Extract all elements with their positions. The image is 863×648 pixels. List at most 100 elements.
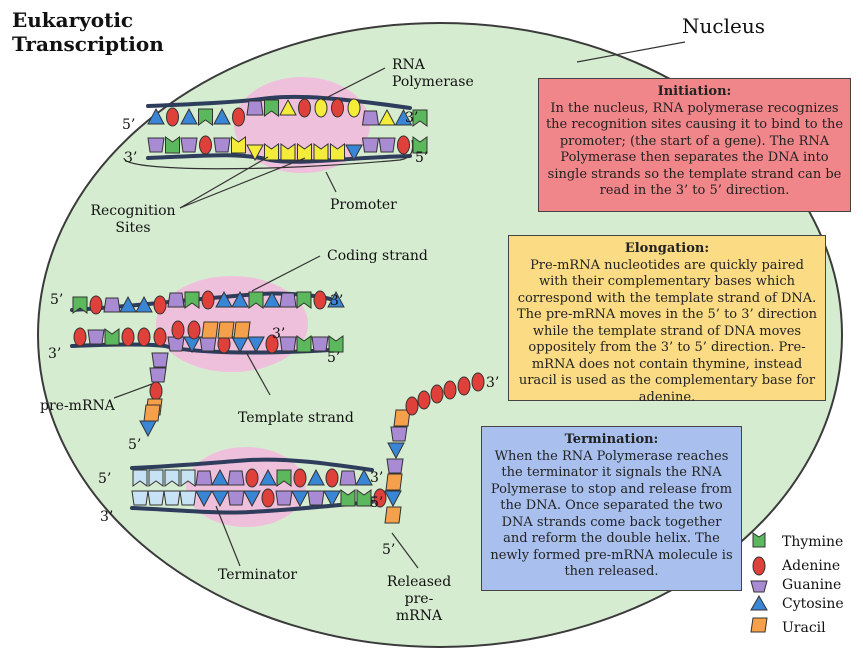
end-label-3prime: 3’ — [330, 293, 344, 309]
adenine-nucleotide — [89, 295, 103, 315]
legend-cytosine-label: Cytosine — [782, 596, 844, 612]
label-template-strand: Template strand — [238, 410, 354, 426]
legend-thymine-label: Thymine — [782, 534, 844, 550]
initiation-title: Initiation: — [657, 84, 732, 99]
thymine-nucleotide — [330, 143, 345, 161]
adenine-nucleotide — [261, 488, 275, 508]
guanine-nucleotide — [361, 110, 380, 126]
guanine-nucleotide — [199, 336, 217, 352]
thymine-nucleotide — [72, 296, 88, 314]
adenine-nucleotide — [187, 320, 201, 340]
end-label-5prime: 5’ — [415, 150, 429, 166]
adenine-nucleotide — [313, 290, 327, 310]
cytosine-nucleotide — [119, 295, 137, 313]
adenine-nucleotide — [325, 468, 339, 488]
adenine-nucleotide — [331, 98, 344, 118]
uracil-nucleotide — [143, 404, 161, 422]
cytosine-nucleotide — [180, 107, 198, 125]
guanine-nucleotide — [131, 490, 149, 506]
thymine-nucleotide — [297, 143, 312, 161]
guanine-nucleotide — [246, 100, 264, 116]
uracil-nucleotide — [385, 473, 403, 491]
cytosine-nucleotide — [195, 490, 213, 508]
guanine-nucleotide — [151, 352, 169, 368]
end-label-5prime: 5’ — [382, 542, 396, 558]
cytosine-nucleotide — [327, 290, 345, 308]
adenine-nucleotide — [430, 384, 444, 404]
termination-title: Termination: — [564, 432, 659, 447]
thymine-nucleotide — [231, 136, 246, 154]
cytosine-nucleotide — [211, 468, 229, 486]
title-line-1: Eukaryotic — [12, 8, 134, 32]
adenine-nucleotide — [153, 295, 167, 315]
cytosine-nucleotide — [263, 290, 281, 308]
end-label-3prime: 3’ — [100, 509, 114, 525]
thymine-nucleotide — [198, 108, 213, 126]
label-released-pre-mrna: Released pre-mRNA — [386, 574, 452, 624]
guanine-nucleotide — [180, 137, 198, 153]
guanine-nucleotide — [167, 292, 185, 308]
legend-uracil-label: Uracil — [782, 620, 826, 636]
cytosine-nucleotide — [279, 98, 297, 116]
cytosine-nucleotide — [384, 490, 402, 508]
end-label-3prime: 3’ — [405, 110, 419, 126]
adenine-nucleotide — [153, 327, 167, 347]
adenine-nucleotide — [199, 135, 212, 155]
thymine-nucleotide — [264, 143, 279, 161]
cytosine-nucleotide — [243, 490, 261, 508]
adenine-nucleotide — [121, 327, 135, 347]
title-line-2: Transcription — [12, 32, 164, 56]
cytosine-nucleotide — [231, 290, 249, 308]
diagram-title: Eukaryotic Transcription — [12, 8, 164, 56]
guanine-nucleotide — [390, 426, 408, 442]
adenine-nucleotide — [347, 98, 361, 118]
thymine-nucleotide — [180, 469, 196, 487]
end-label-5prime: 5’ — [50, 292, 64, 308]
end-label-5prime: 5’ — [98, 471, 112, 487]
thymine-nucleotide — [328, 335, 344, 353]
end-label-3prime: 3’ — [272, 326, 286, 342]
cytosine-nucleotide — [345, 144, 363, 162]
legend-swatches — [750, 532, 768, 633]
end-label-5prime: 5’ — [128, 437, 142, 453]
label-terminator: Terminator — [218, 567, 298, 583]
legend-guanine-swatch — [750, 580, 768, 593]
guanine-nucleotide — [361, 137, 380, 153]
guanine-nucleotide — [147, 137, 165, 153]
guanine-nucleotide — [279, 336, 297, 352]
end-label-3prime: 3’ — [48, 346, 62, 362]
adenine-nucleotide — [73, 327, 87, 347]
nucleus-label-pointer — [576, 41, 686, 63]
guanine-nucleotide — [167, 336, 185, 352]
thymine-nucleotide — [132, 469, 148, 487]
adenine-nucleotide — [201, 290, 215, 310]
label-coding-strand: Coding strand — [327, 248, 428, 264]
thymine-nucleotide — [164, 469, 180, 487]
guanine-nucleotide — [149, 367, 167, 383]
guanine-nucleotide — [227, 490, 245, 506]
cytosine-nucleotide — [307, 468, 325, 486]
thymine-nucleotide — [276, 469, 292, 487]
termination-box: Termination: When the RNA Polymerase rea… — [481, 426, 742, 591]
guanine-nucleotide — [195, 470, 213, 486]
legend-cytosine-swatch — [750, 594, 768, 611]
elongation-box: Elongation: Pre-mRNA nucleotides are qui… — [508, 235, 826, 405]
guanine-nucleotide — [386, 458, 404, 474]
guanine-nucleotide — [103, 297, 121, 313]
adenine-nucleotide — [314, 98, 328, 118]
guanine-nucleotide — [179, 490, 197, 506]
label-promoter: Promoter — [330, 197, 397, 213]
dna-strands — [70, 94, 485, 524]
guanine-nucleotide — [213, 137, 231, 153]
uracil-nucleotide — [384, 506, 402, 524]
adenine-nucleotide — [397, 135, 410, 155]
cytosine-nucleotide — [139, 420, 157, 438]
end-label-3prime: 3’ — [124, 150, 138, 166]
cytosine-nucleotide — [147, 107, 165, 125]
adenine-nucleotide — [232, 107, 245, 127]
end-label-5prime: 5’ — [327, 350, 341, 366]
thymine-nucleotide — [165, 136, 180, 154]
termination-text: When the RNA Polymerase reaches the term… — [490, 448, 733, 580]
cytosine-nucleotide — [387, 442, 405, 460]
